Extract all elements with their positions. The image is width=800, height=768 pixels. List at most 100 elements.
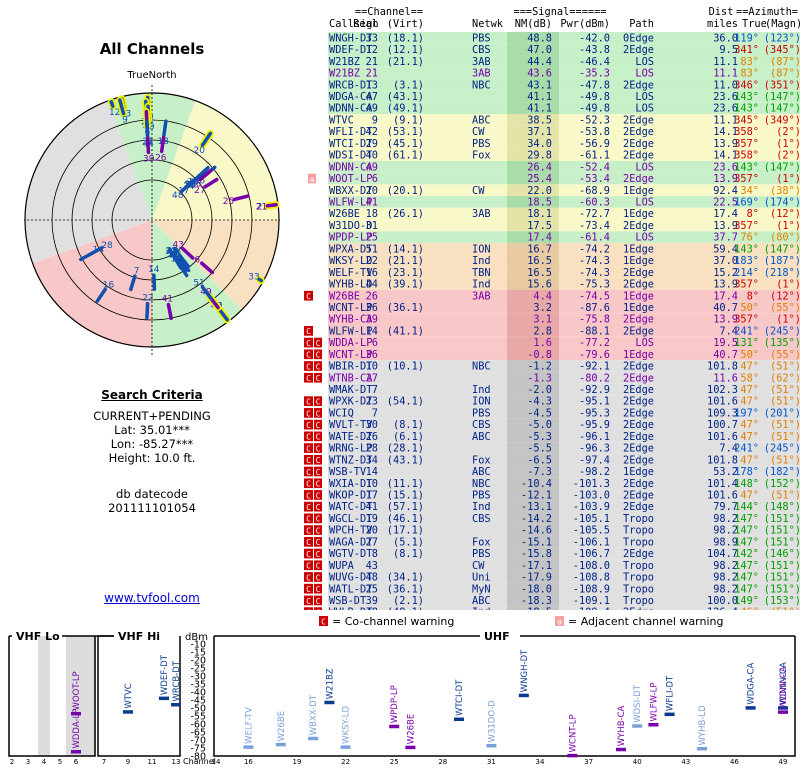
- channel-signal-marker[interactable]: WCNT-LP: [567, 714, 578, 758]
- channel-signal-marker[interactable]: WLFW-LP: [648, 682, 659, 727]
- cell: WATE-DT: [329, 431, 372, 443]
- channel-signal-marker[interactable]: WOOT-LP: [71, 671, 82, 716]
- co-channel-warning-icon: [304, 290, 313, 301]
- channel-signal-marker[interactable]: WKSY-LD: [340, 706, 352, 749]
- x-tick-label: 3: [26, 758, 30, 766]
- channel-signal-marker[interactable]: WYHB-CA: [616, 705, 627, 752]
- channel-signal-marker[interactable]: W26BE: [405, 714, 416, 750]
- channel-signal-marker[interactable]: WDSI-DT: [632, 684, 643, 728]
- channel-signal-marker[interactable]: WTCI-DT: [454, 679, 465, 722]
- tvfool-link[interactable]: www.tvfool.com: [104, 591, 200, 605]
- channel-signal-marker[interactable]: WYHB-LD: [697, 705, 708, 751]
- station-channel-label: 36: [194, 176, 206, 186]
- station-row[interactable]: CCWVLR-DT48(48.1)Ind-18.5-109.42Edge126.…: [304, 606, 800, 610]
- channel-signal-marker[interactable]: WNGH-DT: [518, 649, 530, 698]
- channel-signal-marker[interactable]: WBXX-DT: [308, 694, 319, 741]
- cell: 21: [366, 68, 378, 80]
- cell: 1.6: [533, 337, 552, 349]
- cell: 16.5: [527, 255, 552, 267]
- cell: 44: [366, 279, 378, 291]
- db-datecode: db datecode 201111101054: [0, 487, 304, 515]
- channel-signal-marker[interactable]: WDNN-CA: [778, 662, 789, 710]
- cell: 8: [372, 548, 378, 560]
- cell: WXIA-DT: [329, 478, 372, 490]
- warning-letter: C: [316, 609, 321, 611]
- channel-signal-marker[interactable]: W21BZ: [324, 668, 335, 705]
- cell: WVLT-TV: [329, 419, 372, 431]
- channel-signal-marker[interactable]: W31DO-D: [486, 700, 497, 748]
- channel-signal-marker[interactable]: WELF-TV: [243, 707, 254, 749]
- cell: (3.1): [393, 79, 424, 91]
- cell: (146°): [764, 548, 800, 560]
- channel-signal-marker[interactable]: WDNN-CA: [778, 666, 789, 714]
- channel-signal-marker[interactable]: WDEF-DT: [159, 654, 170, 701]
- channel-signal-marker[interactable]: W26BE: [275, 711, 287, 747]
- channel-signal-marker[interactable]: WDGA-CA: [745, 663, 757, 710]
- cell: Ind: [472, 501, 491, 513]
- channel-signal-marker[interactable]: WPDP-LP: [389, 685, 400, 729]
- channel-signal-marker[interactable]: WDDA-LP: [71, 709, 82, 754]
- cell: CW: [472, 185, 485, 197]
- cell: -68.9: [579, 185, 610, 197]
- cell: Ind: [472, 255, 491, 267]
- cell: LOS: [635, 197, 654, 209]
- station-label: WDGA-CA: [747, 663, 757, 705]
- cell: 178°: [734, 466, 759, 478]
- channel-signal-marker[interactable]: WTVC: [123, 683, 134, 714]
- channel-signal-marker[interactable]: WFLI-DT: [664, 675, 676, 717]
- search-criteria-title: Search Criteria: [101, 388, 203, 402]
- channel-signal-marker[interactable]: WRCB-DT: [171, 660, 182, 707]
- cell: 2Edge: [623, 490, 654, 502]
- warning-letter: C: [316, 515, 321, 524]
